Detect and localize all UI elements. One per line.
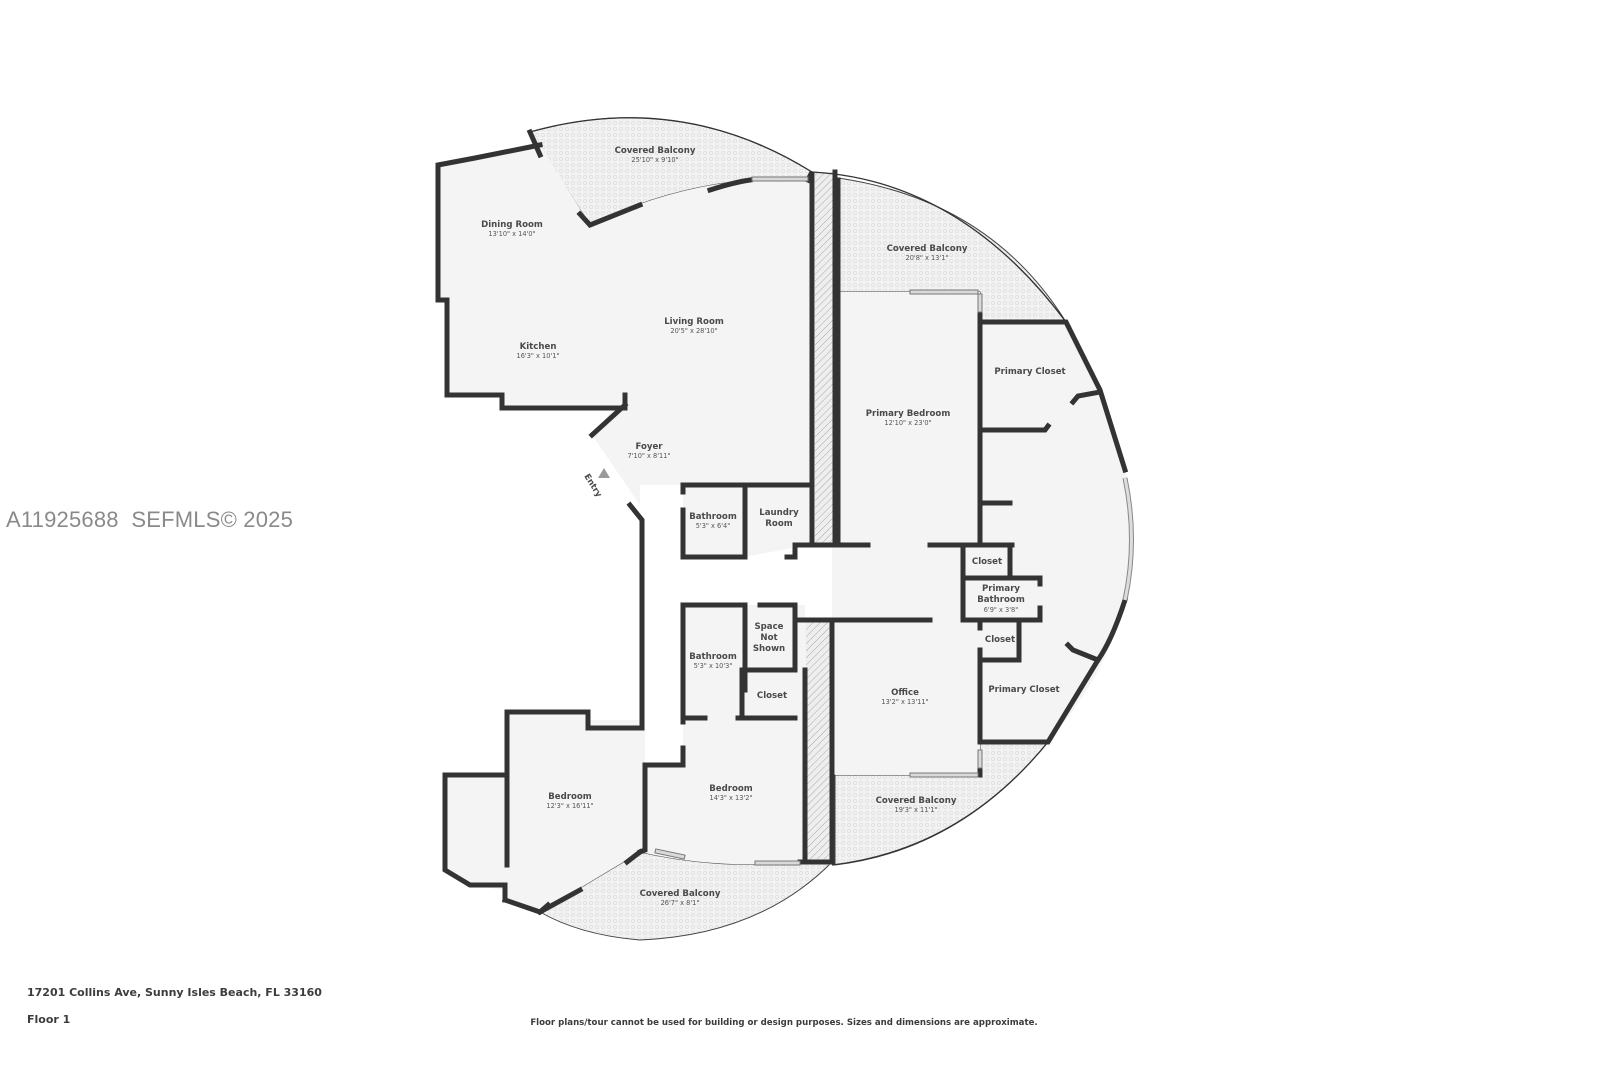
- svg-text:12'3" x 16'11": 12'3" x 16'11": [546, 802, 593, 810]
- room-primary-closet-top: Primary Closet: [994, 367, 1065, 377]
- balconies: [529, 117, 1067, 941]
- room-labels: Covered Balcony 25'10" x 9'10" Dining Ro…: [481, 146, 1066, 907]
- room-bedroom-2: Bedroom: [709, 784, 753, 794]
- room-primary-closet-bottom: Primary Closet: [988, 685, 1059, 695]
- svg-text:Bathroom: Bathroom: [977, 595, 1025, 605]
- svg-text:20'5" x 28'10": 20'5" x 28'10": [670, 327, 717, 335]
- svg-text:12'10" x 23'0": 12'10" x 23'0": [884, 419, 931, 427]
- room-closet-upper: Closet: [972, 557, 1002, 567]
- room-covered-balcony-top: Covered Balcony: [615, 146, 696, 156]
- room-office: Office: [891, 688, 919, 698]
- svg-text:Not: Not: [760, 633, 777, 643]
- property-address: 17201 Collins Ave, Sunny Isles Beach, FL…: [27, 986, 322, 999]
- room-kitchen: Kitchen: [520, 342, 557, 352]
- svg-text:14'3" x 13'2": 14'3" x 13'2": [710, 794, 753, 802]
- disclaimer: Floor plans/tour cannot be used for buil…: [530, 1018, 1038, 1028]
- svg-text:7'10" x 8'11": 7'10" x 8'11": [628, 452, 671, 460]
- svg-text:19'3" x 11'1": 19'3" x 11'1": [895, 806, 938, 814]
- svg-text:13'2" x 13'11": 13'2" x 13'11": [881, 698, 928, 706]
- entry-arrow-icon: [598, 468, 610, 478]
- room-laundry: Laundry: [759, 508, 799, 518]
- room-closet-bedroom: Closet: [757, 691, 787, 701]
- svg-text:5'3" x 6'4": 5'3" x 6'4": [696, 522, 731, 530]
- shaft-lower: [806, 620, 832, 863]
- mls-watermark: A11925688 SEFMLS© 2025: [6, 507, 294, 532]
- room-primary-bedroom: Primary Bedroom: [866, 409, 951, 419]
- floor-label: Floor 1: [27, 1013, 71, 1026]
- room-covered-balcony-right: Covered Balcony: [887, 244, 968, 254]
- svg-text:Room: Room: [765, 519, 792, 529]
- shaft-upper: [815, 172, 835, 545]
- svg-text:16'3" x 10'1": 16'3" x 10'1": [517, 352, 560, 360]
- windows: [654, 176, 1134, 866]
- svg-text:5'3" x 10'3": 5'3" x 10'3": [694, 662, 733, 670]
- svg-text:26'7" x 8'1": 26'7" x 8'1": [661, 899, 700, 907]
- room-covered-balcony-office: Covered Balcony: [876, 796, 957, 806]
- svg-text:25'10" x 9'10": 25'10" x 9'10": [631, 156, 678, 164]
- room-foyer: Foyer: [635, 442, 663, 452]
- room-space-not-shown: Space: [754, 622, 783, 632]
- room-bathroom-2: Bathroom: [689, 652, 737, 662]
- room-primary-bathroom: Primary: [982, 584, 1020, 594]
- arc-right-top: [811, 171, 1067, 323]
- svg-text:Shown: Shown: [753, 644, 785, 654]
- svg-text:6'9" x 3'8": 6'9" x 3'8": [984, 606, 1019, 614]
- svg-text:13'10" x 14'0": 13'10" x 14'0": [488, 230, 535, 238]
- arc-top: [529, 117, 813, 173]
- room-covered-balcony-bottom: Covered Balcony: [640, 889, 721, 899]
- room-living-room: Living Room: [664, 317, 724, 327]
- interior-floor: [438, 145, 1133, 912]
- arc-right-bottom: [831, 741, 1049, 866]
- walls: [435, 128, 1129, 916]
- room-bathroom-1: Bathroom: [689, 512, 737, 522]
- room-bedroom-1: Bedroom: [548, 792, 592, 802]
- room-dining-room: Dining Room: [481, 220, 543, 230]
- room-closet-lower: Closet: [985, 635, 1015, 645]
- svg-text:20'8" x 13'1": 20'8" x 13'1": [906, 254, 949, 262]
